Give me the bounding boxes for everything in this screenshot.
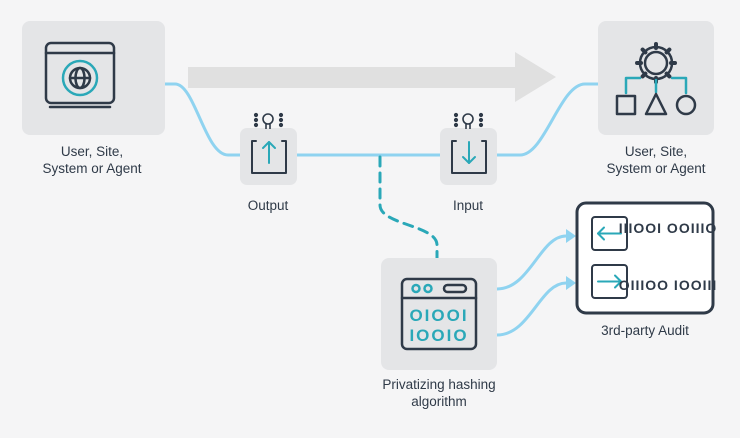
connector-hashing-audit-top <box>495 234 568 291</box>
flow-arrow <box>188 52 556 102</box>
connector-source-output <box>163 82 242 157</box>
gear-shapes-icon <box>615 42 697 116</box>
hashing-bits-row2: IOOIO <box>409 326 468 345</box>
audit-log-icon <box>591 216 628 299</box>
hashing-node-tile <box>381 258 497 370</box>
robot-sensor-icon <box>253 112 284 129</box>
download-arrow-icon <box>451 140 487 174</box>
destination-node-label: User, Site, System or Agent <box>606 144 706 176</box>
upload-arrow-icon <box>251 140 287 174</box>
audit-bits-row2: OIIIOO IOOIII <box>619 277 718 293</box>
binary-window-icon <box>400 277 478 351</box>
browser-globe-icon <box>44 41 116 109</box>
connector-arrowhead-bottom <box>566 276 576 290</box>
connector-arrowhead-top <box>566 229 576 243</box>
hashing-bits-row1: OIOOI <box>409 306 468 325</box>
audit-node-panel <box>575 201 715 315</box>
hashing-node-label: Privatizing hashing algorithm <box>382 377 496 409</box>
source-node-label: User, Site, System or Agent <box>42 144 142 176</box>
connector-input-destination <box>495 82 600 157</box>
audit-bits-row1: IIIOOI OOIIIO <box>619 220 718 236</box>
output-node-label: Output <box>247 198 289 213</box>
connector-hashing-audit-bottom <box>495 281 568 337</box>
source-node-tile <box>22 21 165 135</box>
audit-node-label: 3rd-party Audit <box>601 323 689 338</box>
dashed-connector-hashing <box>378 155 439 260</box>
input-node-label: Input <box>452 198 484 213</box>
robot-sensor-icon <box>453 112 484 129</box>
